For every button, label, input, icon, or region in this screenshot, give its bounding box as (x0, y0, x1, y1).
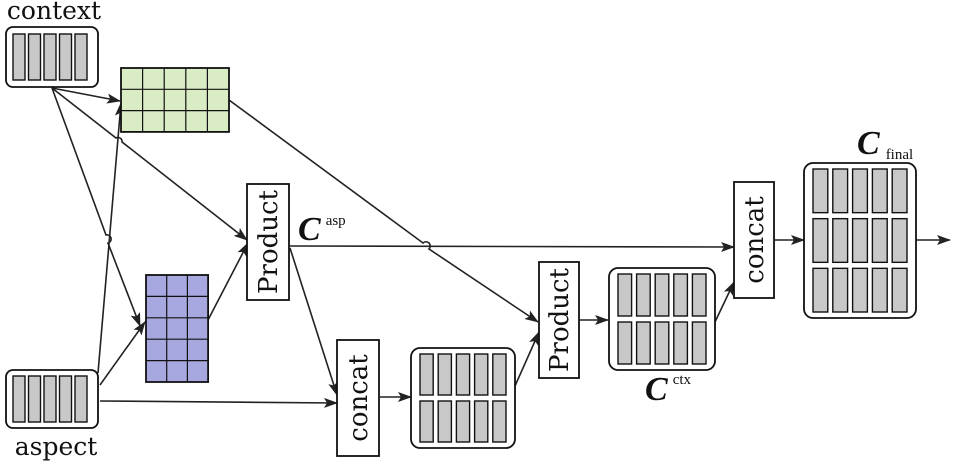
product-right-node: Product (538, 261, 580, 379)
concat-right-node: concat (733, 181, 775, 299)
c-final-box-cell (832, 267, 849, 313)
c-final-box-cell (891, 168, 908, 214)
aspect-vector (5, 369, 99, 429)
c-ctx-base: C (645, 371, 668, 408)
c-ctx-box-cell (654, 273, 670, 317)
concat-bottom-label: concat (344, 354, 374, 442)
combined-box-cell (455, 353, 471, 396)
c-final-box-cell (871, 267, 888, 313)
combined-box-cell (473, 353, 489, 396)
c-ctx-box-cell (691, 273, 707, 317)
context-vector-cell (74, 33, 88, 81)
context-vector-cell (12, 33, 26, 81)
aspect-vector-cell (27, 375, 42, 423)
product-top-label: Product (254, 189, 284, 294)
c-final-symbol: C final (857, 125, 913, 163)
c-final-box (803, 162, 917, 319)
context-matrix (120, 67, 230, 133)
c-final-box-cell (891, 217, 908, 264)
edge-aspect-matrix-to-product-top (207, 242, 249, 321)
edge-aspect-to-context-matrix (97, 102, 125, 374)
aspect-vector-cell (58, 375, 73, 423)
edge-context-matrix-to-product-right (228, 99, 539, 323)
c-asp-superscript: asp (326, 213, 346, 229)
context-vector-cell (58, 33, 73, 81)
c-ctx-superscript: ctx (673, 372, 692, 388)
c-ctx-box-cell (617, 273, 633, 317)
aspect-vector-cell (12, 375, 26, 423)
c-ctx-box-cell (691, 321, 707, 365)
combined-box-cell (419, 400, 434, 443)
concat-right-label: concat (740, 196, 770, 284)
c-asp-symbol: C asp (298, 211, 346, 248)
combined-box-cell (419, 353, 434, 396)
context-label: context (7, 0, 101, 25)
combined-representation-box (410, 347, 516, 449)
product-top-node: Product (246, 183, 290, 301)
c-ctx-symbol: C ctx (645, 371, 692, 408)
combined-box-cell (455, 400, 471, 443)
context-vector (5, 26, 99, 88)
edges (51, 87, 951, 408)
combined-box-cell (492, 400, 507, 443)
aspect-label: aspect (15, 432, 98, 461)
edge-context-to-context-matrix (51, 87, 121, 104)
c-ctx-box-cell (635, 273, 651, 317)
edge-context-to-product-top (51, 87, 248, 241)
edge-combined-box-to-product-right (514, 331, 540, 387)
edge-ctx-box-to-concat-right (714, 281, 735, 323)
c-ctx-box-cell (673, 321, 689, 365)
c-final-box-cell (812, 267, 829, 313)
c-asp-base: C (298, 211, 321, 248)
context-vector-cell (43, 33, 57, 81)
aspect-vector-cell (43, 375, 57, 423)
edge-product-top-to-concat-bottom (289, 247, 338, 396)
combined-box-cell (492, 353, 507, 396)
c-final-subscript: final (886, 147, 914, 163)
edge-aspect-to-aspect-matrix (99, 321, 146, 386)
c-ctx-box-cell (673, 273, 689, 317)
c-final-box-cell (871, 217, 888, 264)
c-final-box-cell (851, 267, 869, 313)
c-final-base: C (857, 125, 880, 162)
c-final-box-cell (851, 168, 869, 214)
c-ctx-box-cell (617, 321, 633, 365)
combined-box-cell (473, 400, 489, 443)
aspect-matrix (145, 274, 209, 383)
c-ctx-box-cell (635, 321, 651, 365)
c-final-box-cell (812, 168, 829, 214)
c-final-box-cell (812, 217, 829, 264)
aspect-vector-cell (74, 375, 88, 423)
c-final-box-cell (832, 217, 849, 264)
edge-context-to-aspect-matrix (51, 87, 141, 327)
edge-product-top-to-concat-right (289, 241, 735, 252)
concat-bottom-node: concat (336, 339, 380, 457)
c-final-box-cell (832, 168, 849, 214)
edge-aspect-to-concat-bottom (99, 397, 338, 408)
context-vector-cell (27, 33, 42, 81)
combined-box-cell (437, 353, 453, 396)
c-final-box-cell (891, 267, 908, 313)
c-ctx-box (608, 267, 716, 371)
c-ctx-box-cell (654, 321, 670, 365)
c-final-box-cell (851, 217, 869, 264)
product-right-label: Product (545, 267, 575, 372)
c-final-box-cell (871, 168, 888, 214)
combined-box-cell (437, 400, 453, 443)
